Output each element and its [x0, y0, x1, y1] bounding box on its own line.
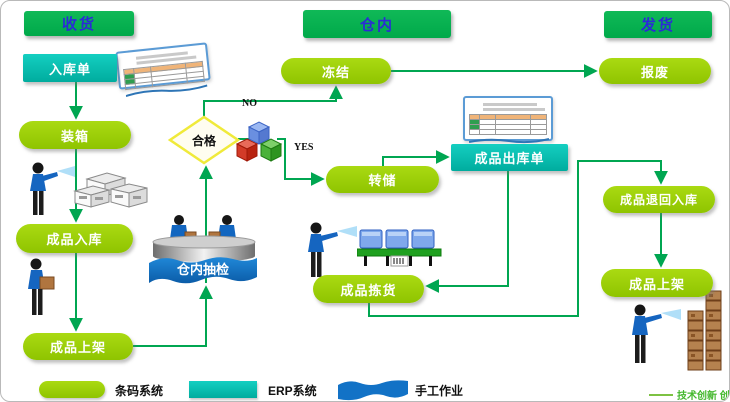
- connector-outbound-order-to-picking: [425, 171, 509, 293]
- watermark: 技术创新 创新: [649, 387, 730, 402]
- node-outbound-order: 成品出库单: [451, 144, 568, 171]
- carton-boxes-icon: [73, 172, 148, 208]
- legend-erp-shape: [189, 381, 257, 398]
- lane-header-receiving: 收货: [24, 11, 134, 36]
- node-transfer: 转储: [326, 166, 439, 193]
- lane-header-warehouse: 仓内: [303, 10, 451, 38]
- node-warehouse-sampling-label: 仓内抽检: [176, 262, 229, 277]
- worker-scanning-right-icon: [632, 304, 681, 363]
- watermark-dash: [649, 393, 673, 396]
- node-product-picking: 成品拣货: [313, 275, 424, 303]
- node-freeze: 冻结: [281, 58, 391, 84]
- branch-label-yes: YES: [294, 142, 314, 153]
- node-product-shelving-left: 成品上架: [23, 333, 133, 360]
- legend-manual-label: 手工作业: [415, 384, 464, 398]
- document-icon-inbound: [115, 42, 211, 97]
- node-product-shelving-right: 成品上架: [601, 269, 713, 297]
- node-warehouse-sampling: 仓内抽检: [148, 254, 258, 286]
- decision-qualified-label: 合格: [191, 133, 216, 148]
- conveyor-bins-icon: [357, 229, 442, 267]
- worker-scanning-middle-icon: [308, 222, 357, 277]
- connector-shelving-to-sampling: [133, 285, 213, 347]
- legend-manual-shape: [338, 380, 408, 401]
- branch-label-no: NO: [242, 98, 257, 109]
- connector-transfer-to-outbound-order: [382, 150, 450, 166]
- legend-barcode-shape: [39, 381, 105, 398]
- node-product-inbound: 成品入库: [16, 224, 133, 253]
- connector-picking-to-return: [368, 160, 668, 317]
- cubes-icon: [235, 121, 283, 162]
- watermark-text: 技术创新 创新: [677, 391, 730, 402]
- document-icon-outbound: [463, 96, 553, 144]
- node-scrap: 报废: [599, 58, 711, 84]
- decision-qualified: 合格: [167, 115, 241, 165]
- connector-qualified-yes-to-transfer: [277, 138, 325, 186]
- connector-qualified-no-to-freeze: [203, 85, 343, 118]
- node-packing: 装箱: [19, 121, 131, 149]
- legend-barcode-label: 条码系统: [115, 384, 164, 398]
- worker-carrying-box-icon: [28, 258, 55, 315]
- lane-header-shipping: 发货: [604, 11, 712, 38]
- diamond-shape: [167, 115, 241, 165]
- legend-erp-label: ERP系统: [268, 384, 317, 398]
- worker-scanning-icon: [30, 162, 75, 215]
- stacked-boxes-icon: [687, 290, 722, 371]
- node-inbound-order: 入库单: [23, 54, 117, 82]
- node-product-return: 成品退回入库: [603, 186, 715, 213]
